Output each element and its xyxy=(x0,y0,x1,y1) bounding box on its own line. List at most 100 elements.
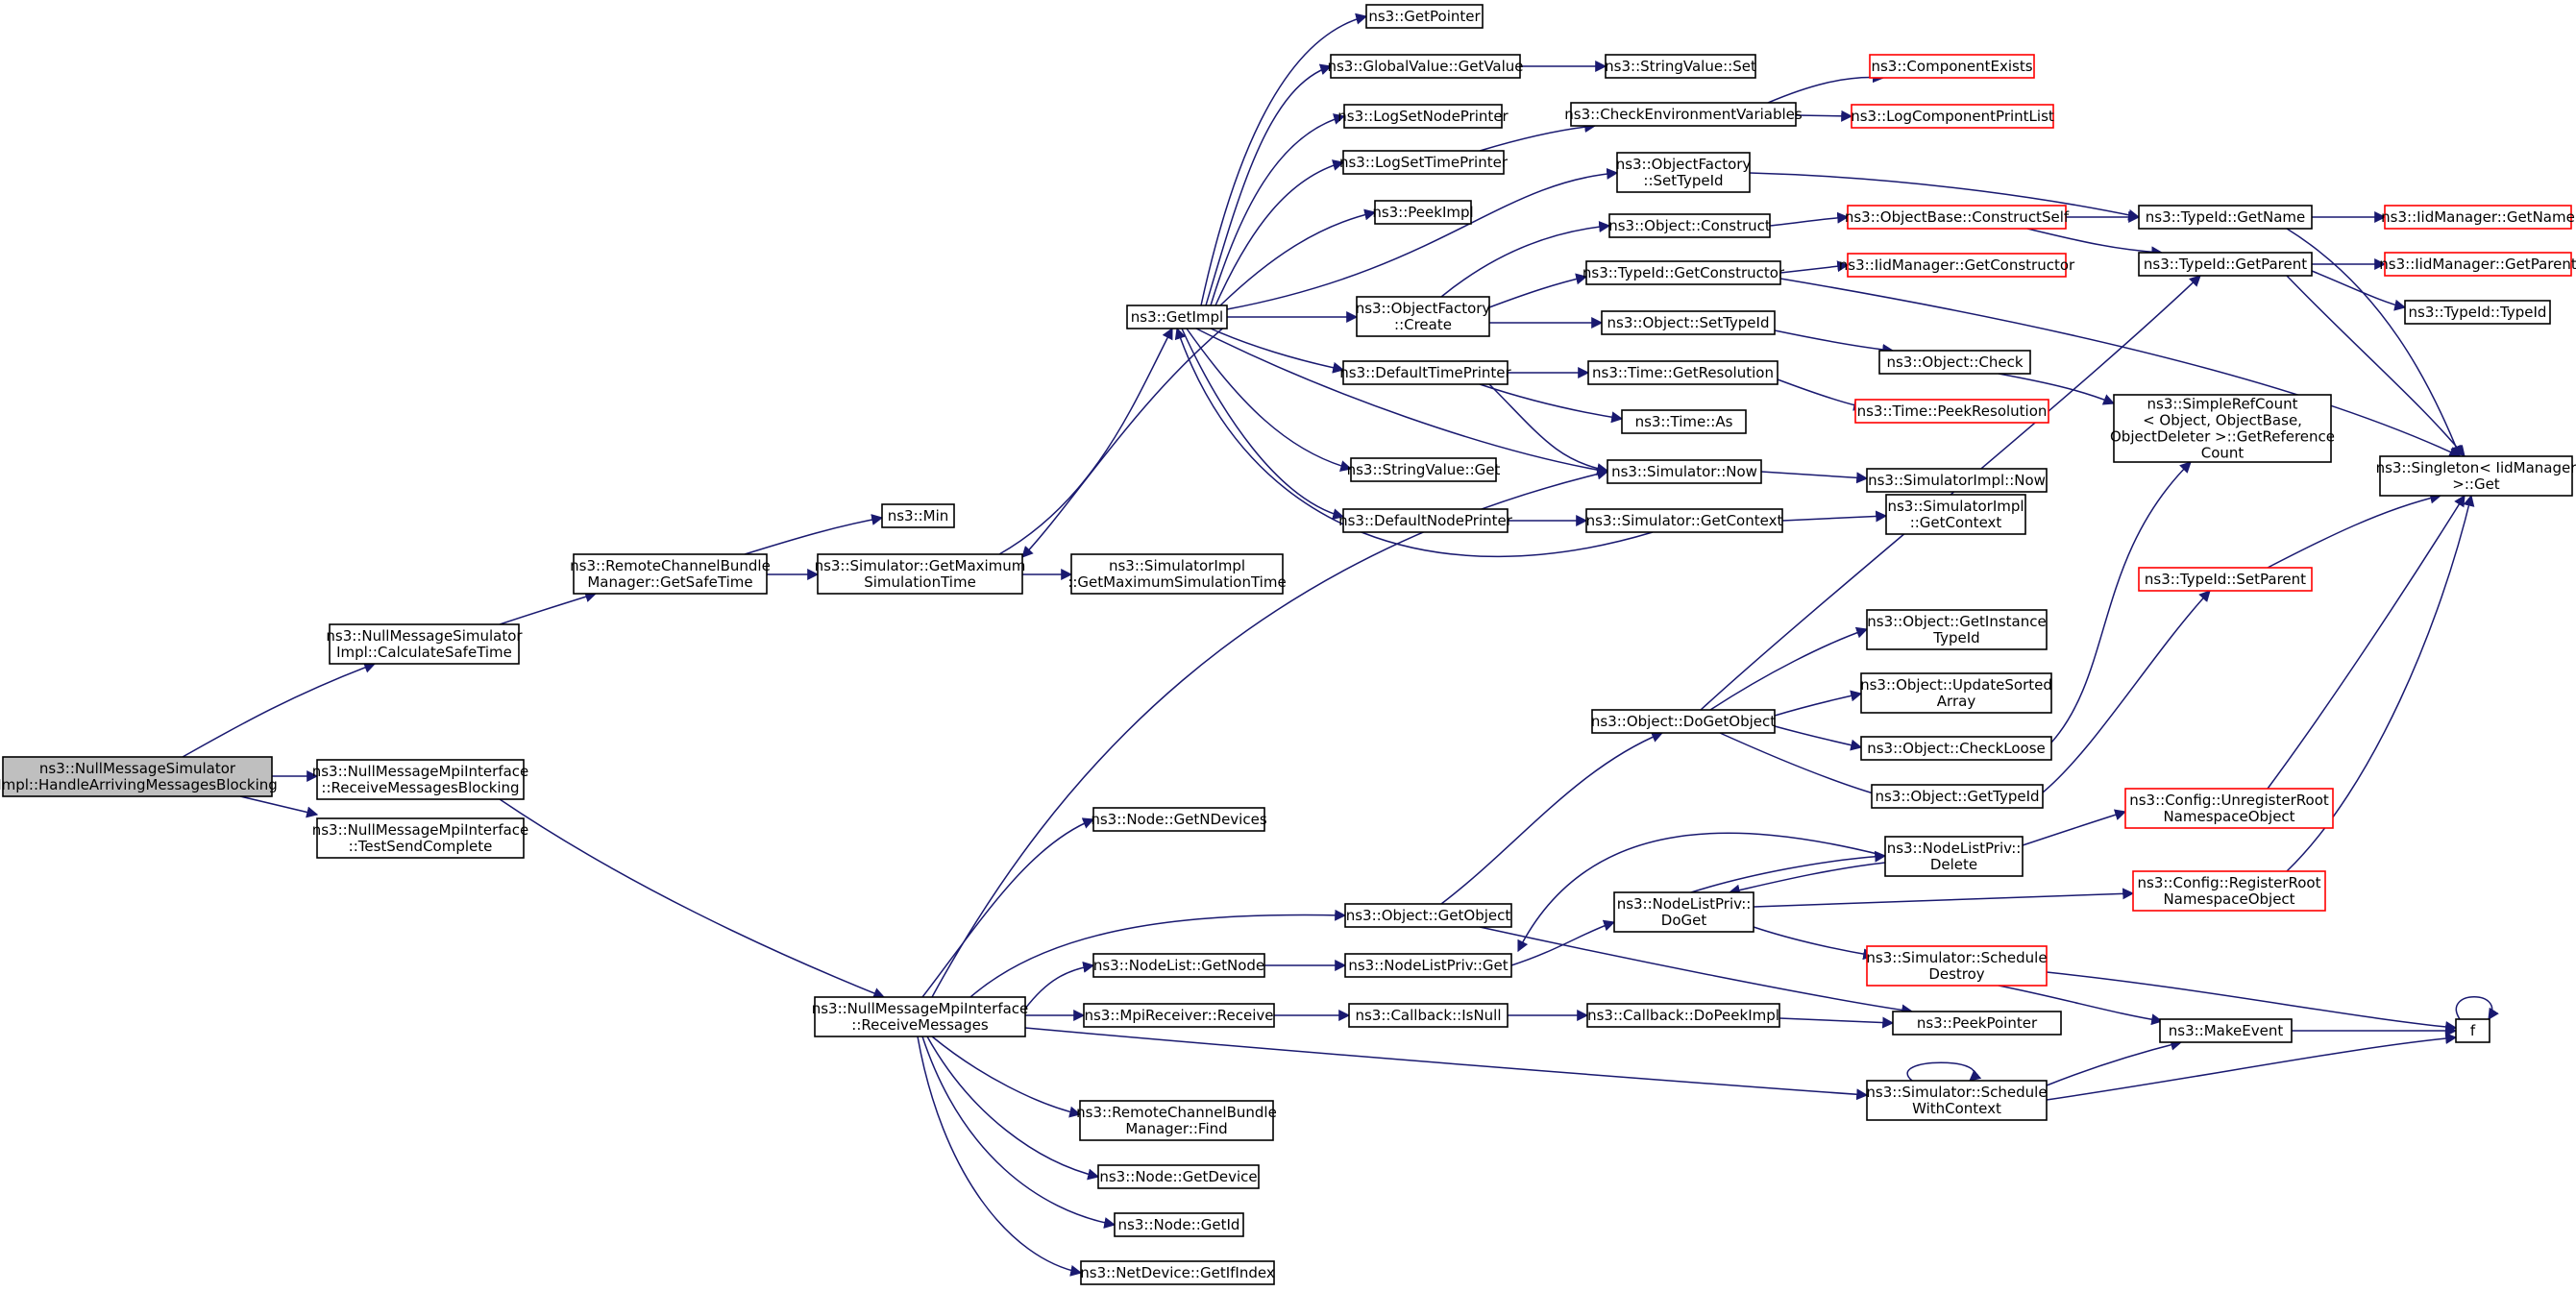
node-simGetCtx[interactable]: ns3::Simulator::GetContext xyxy=(1585,508,1783,533)
node-box xyxy=(1587,360,1779,385)
node-tidGetParent[interactable]: ns3::TypeId::GetParent xyxy=(2138,252,2313,277)
edge-path xyxy=(1769,211,1850,227)
node-iidGetCtor[interactable]: ns3::IidManager::GetConstructor xyxy=(1839,253,2075,278)
node-tidSetParent[interactable]: ns3::TypeId::SetParent xyxy=(2138,567,2313,592)
node-min[interactable]: ns3::Min xyxy=(881,503,955,528)
node-simNow[interactable]: ns3::Simulator::Now xyxy=(1607,459,1762,484)
node-label-line: ns3::PeekPointer xyxy=(1917,1014,2038,1032)
node-cbIsNull[interactable]: ns3::Callback::IsNull xyxy=(1348,1003,1509,1028)
node-label-line: ns3::Time::GetResolution xyxy=(1592,364,1774,381)
node-label-line: ns3::GetPointer xyxy=(1368,8,1481,25)
node-objConstruct[interactable]: ns3::Object::Construct xyxy=(1608,213,1771,238)
node-f[interactable]: f xyxy=(2455,1018,2490,1043)
node-tidTypeId[interactable]: ns3::TypeId::TypeId xyxy=(2404,300,2551,325)
node-box xyxy=(1591,709,1776,734)
node-logCompPrint[interactable]: ns3::LogComponentPrintList xyxy=(1851,104,2054,129)
node-label-line: ns3::ObjectBase::ConstructSelf xyxy=(1845,208,2070,226)
node-nlpDelete[interactable]: ns3::NodeListPriv::Delete xyxy=(1884,836,2024,877)
node-logSetNode[interactable]: ns3::LogSetNodePrinter xyxy=(1337,104,1509,129)
node-root[interactable]: ns3::NullMessageSimulatorImpl::HandleArr… xyxy=(0,756,278,797)
node-nodeGetN[interactable]: ns3::Node::GetNDevices xyxy=(1091,807,1267,832)
edge-path xyxy=(1226,167,1619,310)
edge-path xyxy=(1479,383,1624,424)
node-nodeGetDevice[interactable]: ns3::Node::GetDevice xyxy=(1097,1164,1260,1189)
edge-getImpl-to-getPointer xyxy=(1200,12,1368,306)
node-calcSafe[interactable]: ns3::NullMessageSimulatorImpl::Calculate… xyxy=(326,623,523,665)
node-ofCreate[interactable]: ns3::ObjectFactory::Create xyxy=(1356,296,1491,337)
node-peekImpl[interactable]: ns3::PeekImpl xyxy=(1372,200,1474,225)
edge-nlpDoGet-to-nlpDelete xyxy=(1690,850,1887,893)
node-rcbGetSafe[interactable]: ns3::RemoteChannelBundleManager::GetSafe… xyxy=(570,553,771,595)
node-iidGetName[interactable]: ns3::IidManager::GetName xyxy=(2381,205,2575,230)
node-singletonGet[interactable]: ns3::Singleton< IidManager>::Get xyxy=(2376,455,2576,497)
edge-tidSetParent-to-singletonGet xyxy=(2267,492,2442,569)
node-nodeGetId[interactable]: ns3::Node::GetId xyxy=(1114,1212,1244,1237)
node-recvBlocking[interactable]: ns3::NullMessageMpiInterface::ReceiveMes… xyxy=(312,759,529,800)
node-box xyxy=(2384,252,2572,277)
node-objSetTypeId[interactable]: ns3::Object::SetTypeId xyxy=(1601,310,1776,335)
node-label-line: ns3::MakeEvent xyxy=(2169,1022,2284,1039)
node-label-line: ns3::PeekImpl xyxy=(1372,204,1473,221)
node-ofSetTypeId[interactable]: ns3::ObjectFactory::SetTypeId xyxy=(1616,152,1752,193)
node-label-line: ns3::Node::GetId xyxy=(1118,1216,1240,1233)
edge-defTimePrinter-to-timeAs xyxy=(1479,383,1624,424)
node-simpleRef[interactable]: ns3::SimpleRefCount< Object, ObjectBase,… xyxy=(2110,394,2335,463)
node-label-line: ns3::ObjectFactory xyxy=(1356,300,1491,317)
node-label-line: ns3::Singleton< IidManager xyxy=(2376,459,2576,476)
node-timeAs[interactable]: ns3::Time::As xyxy=(1621,409,1747,434)
node-implGetMax[interactable]: ns3::SimulatorImpl::GetMaximumSimulation… xyxy=(1067,553,1287,595)
edge-cfgReg-to-singletonGet xyxy=(2286,494,2475,872)
node-box xyxy=(1348,1003,1509,1028)
node-testSend[interactable]: ns3::NullMessageMpiInterface::TestSendCo… xyxy=(312,817,529,859)
node-compExists[interactable]: ns3::ComponentExists xyxy=(1869,54,2035,79)
node-objBaseConstruct[interactable]: ns3::ObjectBase::ConstructSelf xyxy=(1845,205,2070,230)
node-ndGetIf[interactable]: ns3::NetDevice::GetIfIndex xyxy=(1080,1260,1275,1285)
node-implGetCtx[interactable]: ns3::SimulatorImpl::GetContext xyxy=(1885,494,2026,535)
node-objGetObject[interactable]: ns3::Object::GetObject xyxy=(1344,903,1512,928)
node-logSetTime[interactable]: ns3::LogSetTimePrinter xyxy=(1339,150,1509,175)
edge-path xyxy=(2026,228,2164,258)
node-label-line: ns3::IidManager::GetConstructor xyxy=(1839,256,2075,274)
node-getPointer[interactable]: ns3::GetPointer xyxy=(1365,4,1484,29)
node-box xyxy=(1079,1100,1274,1141)
node-defTimePrinter[interactable]: ns3::DefaultTimePrinter xyxy=(1339,360,1512,385)
node-svSet[interactable]: ns3::StringValue::Set xyxy=(1605,54,1756,79)
node-tidGetName[interactable]: ns3::TypeId::GetName xyxy=(2138,205,2313,230)
node-label-line: ns3::MpiReceiver::Receive xyxy=(1084,1007,1273,1024)
node-nlpGet[interactable]: ns3::NodeListPriv::Get xyxy=(1344,953,1512,978)
node-gvGetValue[interactable]: ns3::GlobalValue::GetValue xyxy=(1327,54,1524,79)
node-tidGetCtor[interactable]: ns3::TypeId::GetConstructor xyxy=(1582,260,1785,285)
node-getImpl[interactable]: ns3::GetImpl xyxy=(1126,305,1228,329)
node-objCheckLoose[interactable]: ns3::Object::CheckLoose xyxy=(1860,736,2052,761)
node-mpiRecv[interactable]: ns3::MpiReceiver::Receive xyxy=(1083,1003,1275,1028)
node-svGet[interactable]: ns3::StringValue::Get xyxy=(1347,457,1501,482)
node-box xyxy=(1866,1080,2048,1121)
edge-logSetTime-to-checkEnv xyxy=(1479,121,1597,152)
node-nlpDoGet[interactable]: ns3::NodeListPriv::DoGet xyxy=(1613,891,1754,933)
node-checkEnv[interactable]: ns3::CheckEnvironmentVariables xyxy=(1564,102,1803,127)
node-defNodePrinter[interactable]: ns3::DefaultNodePrinter xyxy=(1338,508,1513,533)
node-makeEvent[interactable]: ns3::MakeEvent xyxy=(2159,1018,2293,1043)
node-peekPointer[interactable]: ns3::PeekPointer xyxy=(1892,1011,2062,1036)
node-cbDoPeek[interactable]: ns3::Callback::DoPeekImpl xyxy=(1586,1003,1780,1028)
node-label-line: ::ReceiveMessages xyxy=(851,1016,989,1034)
node-objDoGet[interactable]: ns3::Object::DoGetObject xyxy=(1591,709,1776,734)
node-simGetMax[interactable]: ns3::Simulator::GetMaximumSimulationTime xyxy=(815,553,1026,595)
node-implNow[interactable]: ns3::SimulatorImpl::Now xyxy=(1866,468,2048,493)
node-nlGetNode[interactable]: ns3::NodeList::GetNode xyxy=(1092,953,1265,978)
node-box xyxy=(1365,4,1484,29)
node-objGetTypeId[interactable]: ns3::Object::GetTypeId xyxy=(1871,784,2044,809)
node-objCheck[interactable]: ns3::Object::Check xyxy=(1878,350,2031,375)
node-timePeekRes[interactable]: ns3::Time::PeekResolution xyxy=(1854,399,2049,424)
node-timeGetRes[interactable]: ns3::Time::GetResolution xyxy=(1587,360,1779,385)
edge-path xyxy=(1186,328,1353,472)
node-cfgUnreg[interactable]: ns3::Config::UnregisterRootNamespaceObje… xyxy=(2124,788,2334,829)
node-recvMessages[interactable]: ns3::NullMessageMpiInterface::ReceiveMes… xyxy=(812,996,1029,1037)
node-iidGetParent[interactable]: ns3::IidManager::GetParent xyxy=(2379,252,2576,277)
